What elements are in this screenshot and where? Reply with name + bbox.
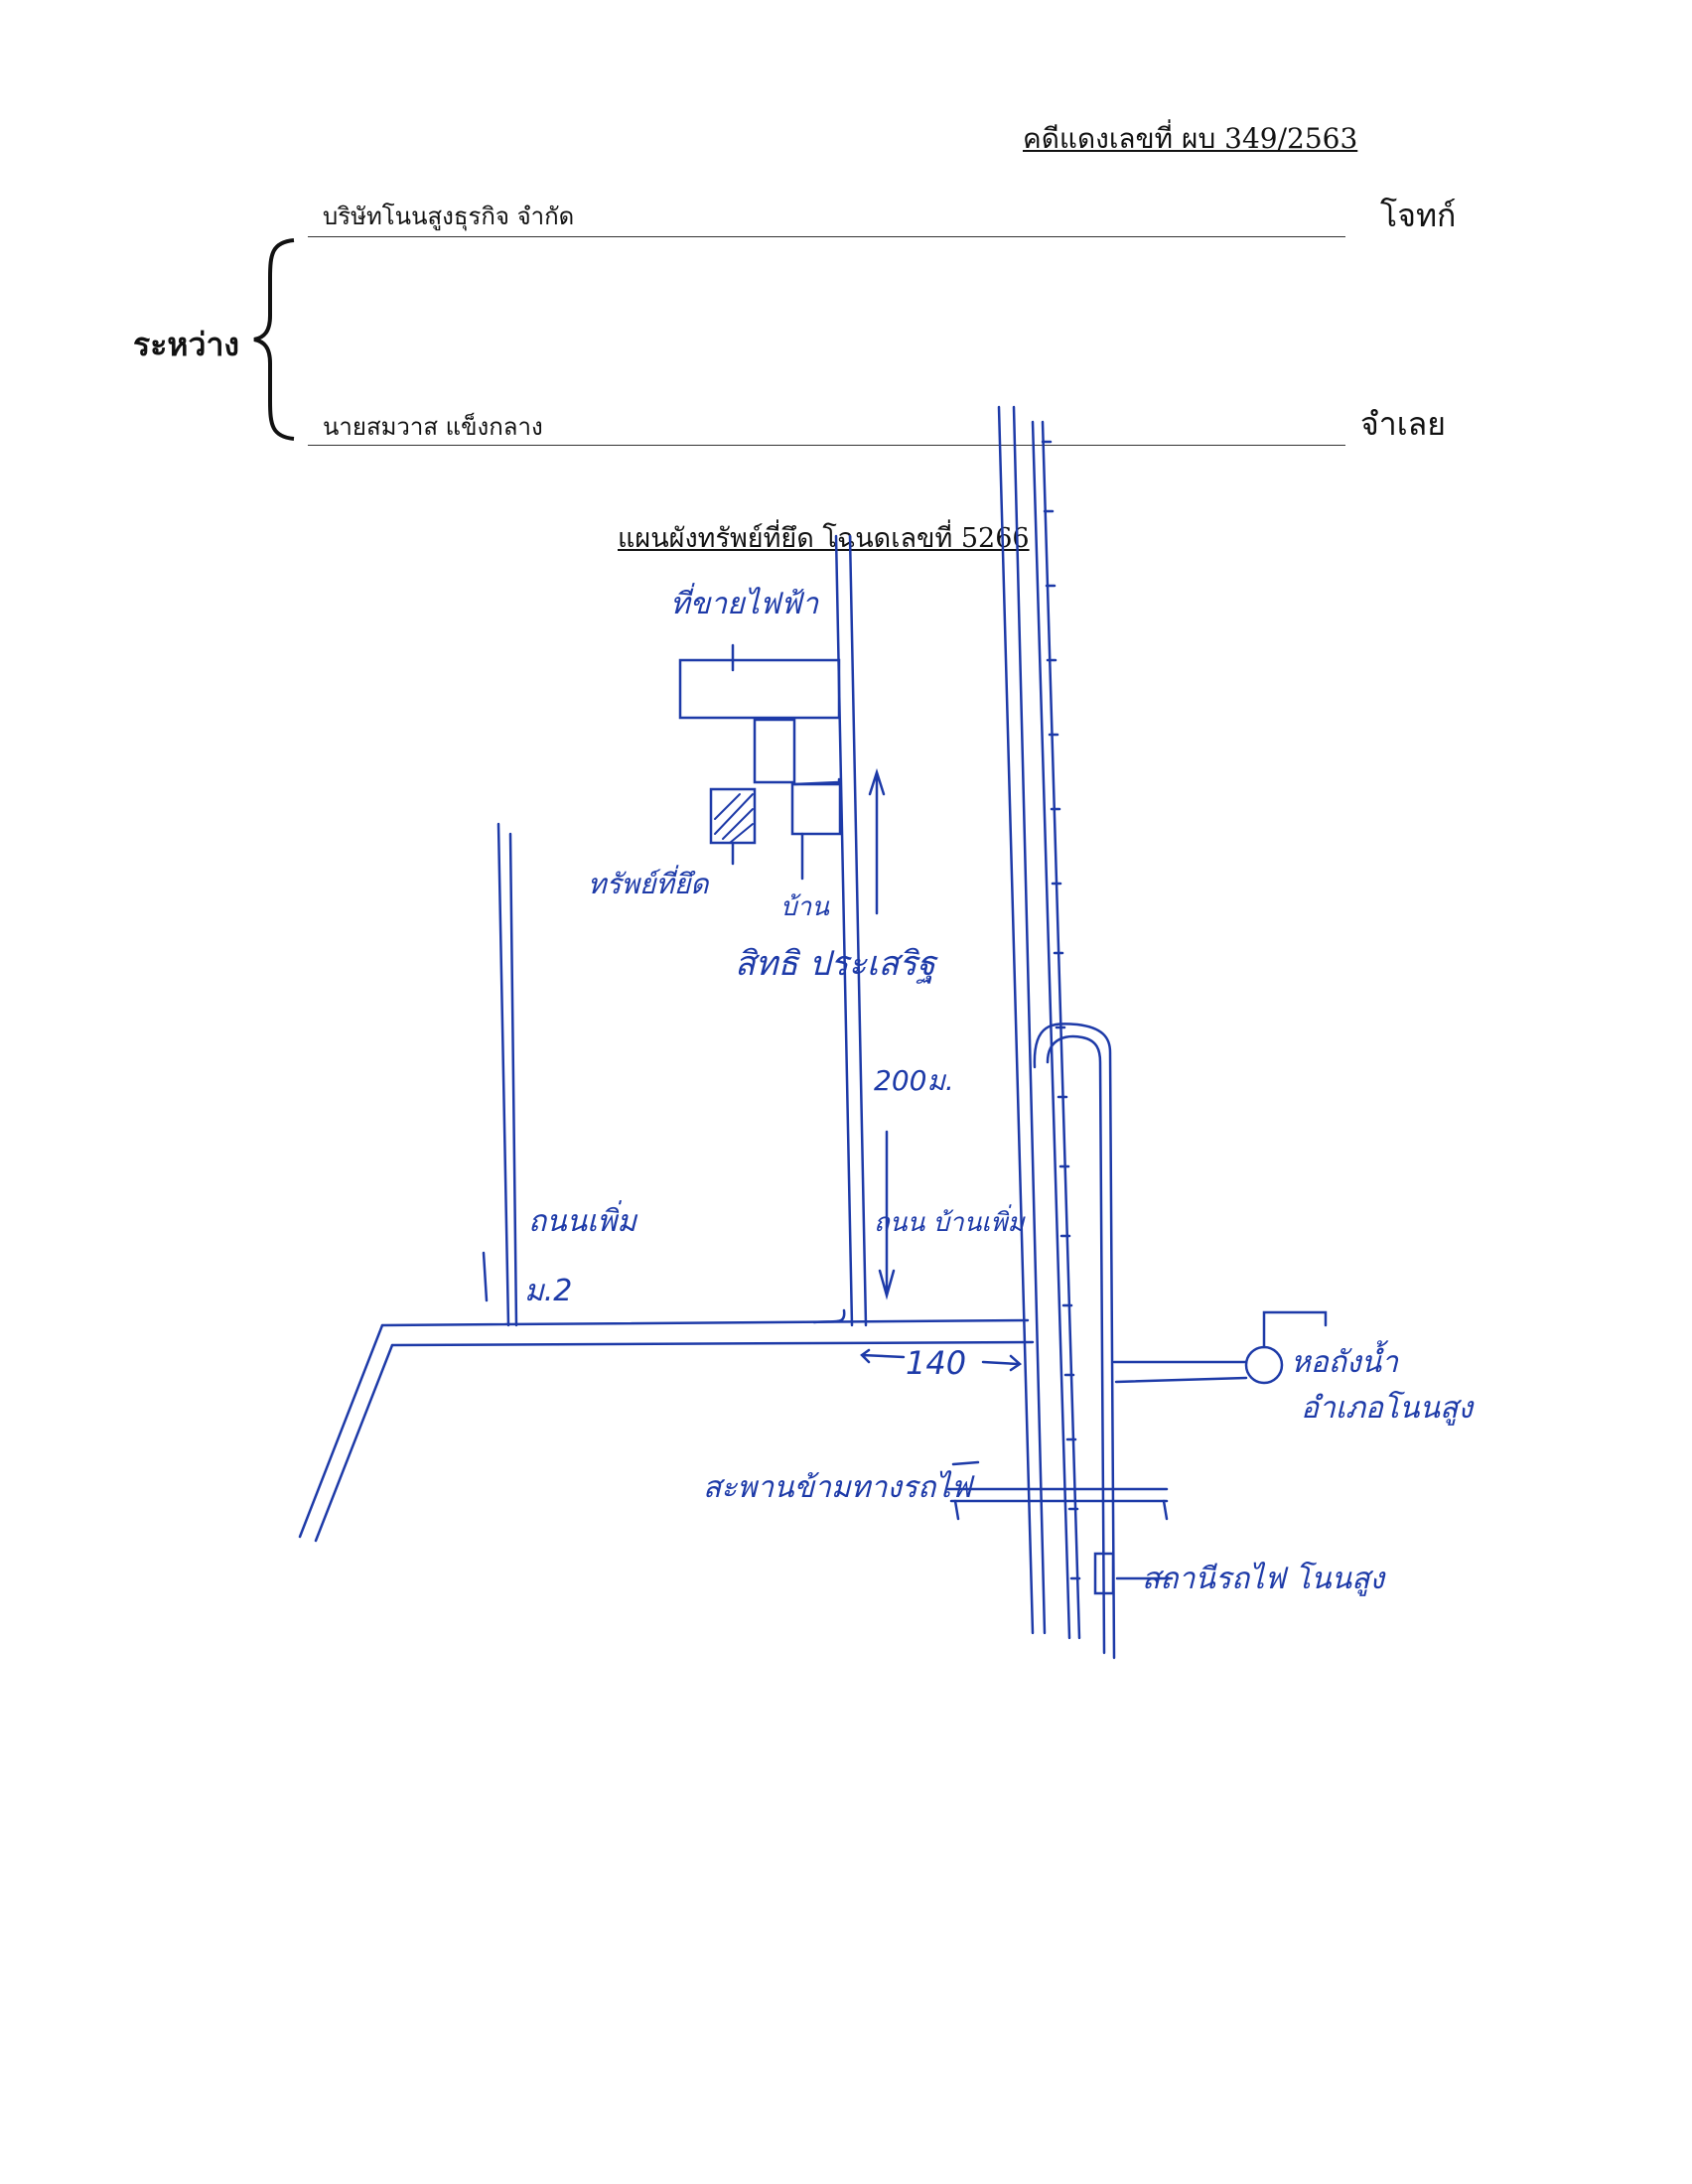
label-road-name: ถนน บ้านเพิ่ม: [874, 1204, 1026, 1238]
building-2: [753, 718, 796, 784]
main-road-diag-left: [298, 1323, 384, 1539]
label-bridge: สะพานข้ามทางรถไฟ: [703, 1470, 975, 1505]
building-shop: [678, 658, 841, 720]
defendant-line: [308, 445, 1345, 446]
soi-road-left-2: [508, 832, 518, 1327]
distance-arrow-down: [878, 1130, 896, 1300]
railway-line-left-2: [1012, 405, 1047, 1635]
label-owner: สิทธิ ประเสริฐ: [735, 944, 938, 984]
label-electric-shop: ที่ขายไฟฟ้า: [670, 583, 819, 621]
main-road-bottom: [390, 1340, 1035, 1347]
railway-line-left: [997, 405, 1035, 1635]
label-station: สถานีรถไฟ โนนสูง: [1142, 1561, 1386, 1596]
brace-icon: [253, 238, 295, 441]
main-road-diag-right: [314, 1343, 394, 1543]
distance-arrow-left: [860, 1348, 906, 1364]
water-tower-mark: [1262, 1310, 1328, 1349]
label-municipality: อำเภอโนนสูง: [1301, 1390, 1475, 1426]
defendant-role: จำเลย: [1360, 405, 1447, 443]
label-village-no: ม.2: [524, 1274, 572, 1308]
label-house: บ้าน: [780, 892, 830, 922]
bridge-supports: [953, 1499, 1169, 1521]
defendant-name: นายสมวาส แข็งกลาง: [323, 413, 543, 441]
tower-road-bottom: [1114, 1376, 1248, 1384]
plaintiff-line: [308, 236, 1345, 237]
between-label: ระหว่าง: [133, 326, 240, 363]
plaintiff-role: โจทก์: [1380, 197, 1457, 234]
loop-road-inner: [1046, 1034, 1106, 1655]
water-tower-icon: [1244, 1345, 1284, 1385]
main-road-top: [380, 1318, 1030, 1327]
access-road-right: [848, 534, 868, 1327]
access-road-corner: [812, 1308, 846, 1324]
station-icon: [1093, 1552, 1115, 1595]
distance-arrow-up: [868, 767, 886, 915]
label-distance-vertical: 200ม.: [874, 1064, 954, 1097]
loop-road-outer: [1033, 1023, 1116, 1660]
access-road-left: [834, 534, 854, 1327]
distance-arrow-right: [981, 1354, 1023, 1372]
rail-ties: [1041, 440, 1081, 1580]
label-distance-horizontal: 140: [906, 1344, 966, 1382]
railway-line-right-2: [1041, 420, 1081, 1640]
label-village: ถนนเพิ่ม: [528, 1200, 638, 1239]
railway-line-right: [1031, 420, 1071, 1640]
label-water-tower: หอถังน้ำ: [1291, 1340, 1399, 1380]
label-seized-property: ทรัพย์ที่ยึด: [588, 865, 710, 900]
case-number: คดีแดงเลขที่ ผบ 349/2563: [1023, 122, 1358, 155]
soi-road-left: [496, 822, 510, 1327]
map-title: แผนผังทรัพย์ที่ยึด โฉนดเลขที่ 5266: [618, 523, 1030, 554]
plaintiff-name: บริษัทโนนสูงธุรกิจ จำกัด: [323, 203, 575, 230]
building-3: [790, 782, 842, 836]
